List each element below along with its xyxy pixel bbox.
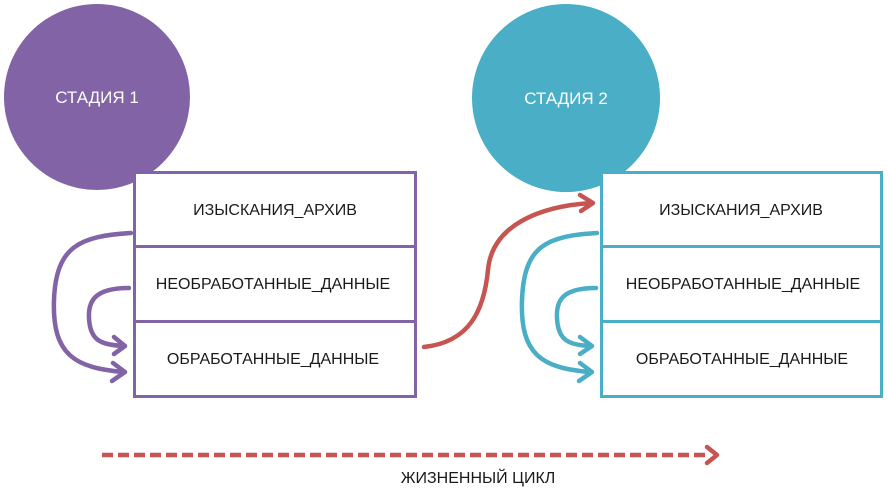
- stage-1-row-1-label: ИЗЫСКАНИЯ_АРХИВ: [193, 202, 357, 219]
- stage-1-row-1: [133, 171, 417, 248]
- stage-2-internal-arrows: [519, 230, 600, 384]
- stage-1-label: СТАДИЯ 1: [55, 88, 139, 107]
- transition-arrow: [421, 192, 596, 350]
- stage-2-row-2-label: НЕОБРАБОТАННЫЕ_ДАННЫЕ: [626, 276, 860, 293]
- stage-2-label: СТАДИЯ 2: [524, 89, 608, 108]
- stage-2-circle: [472, 4, 660, 192]
- stage-1-outer-arrowhead: [109, 360, 128, 384]
- stage-2-row-1: [600, 171, 883, 248]
- stage-2-outer-flow-arrow: [519, 230, 600, 375]
- stage-2-inner-flow-arrow: [554, 285, 599, 349]
- stage-1-outer-flow-arrow: [51, 230, 134, 375]
- stage-2: СТАДИЯ 2 ИЗЫСКАНИЯ_АРХИВ НЕОБРАБОТАННЫЕ_…: [472, 4, 883, 398]
- stage-2-row-2: [600, 245, 883, 323]
- stage-1: СТАДИЯ 1 ИЗЫСКАНИЯ_АРХИВ НЕОБРАБОТАННЫЕ_…: [4, 4, 417, 398]
- timeline-label: ЖИЗНЕННЫЙ ЦИКЛ: [401, 468, 556, 487]
- stage-2-outer-arrowhead: [576, 360, 595, 384]
- stage-2-row-3: [600, 320, 883, 398]
- lifecycle-timeline: ЖИЗНЕННЫЙ ЦИКЛ: [102, 444, 720, 487]
- stage-1-row-3-label: ОБРАБОТАННЫЕ_ДАННЫЕ: [167, 351, 379, 368]
- stage-2-row-1-label: ИЗЫСКАНИЯ_АРХИВ: [659, 202, 823, 219]
- stage-1-inner-arrowhead: [111, 334, 128, 357]
- stage-1-circle: [4, 4, 190, 190]
- stage-1-inner-flow-arrow: [86, 285, 132, 349]
- stage-2-row-3-label: ОБРАБОТАННЫЕ_ДАННЫЕ: [636, 351, 848, 368]
- stage-1-table: ИЗЫСКАНИЯ_АРХИВ НЕОБРАБОТАННЫЕ_ДАННЫЕ ОБ…: [133, 171, 417, 398]
- stage-1-row-2-label: НЕОБРАБОТАННЫЕ_ДАННЫЕ: [156, 276, 390, 293]
- stage-1-internal-arrows: [51, 230, 134, 384]
- stage-2-inner-arrowhead: [577, 334, 595, 357]
- transition-arrowhead: [577, 192, 596, 214]
- transition-curve: [421, 200, 595, 350]
- stage-2-table: ИЗЫСКАНИЯ_АРХИВ НЕОБРАБОТАННЫЕ_ДАННЫЕ ОБ…: [600, 171, 883, 398]
- stage-1-row-3: [133, 320, 417, 398]
- timeline-arrowhead: [704, 444, 720, 466]
